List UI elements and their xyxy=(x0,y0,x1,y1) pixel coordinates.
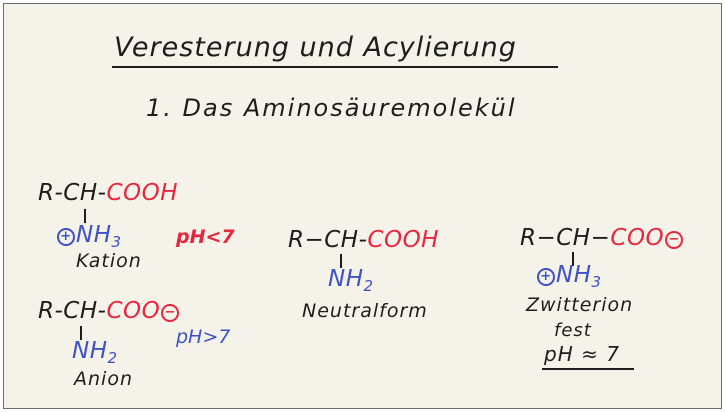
kation-label: Kation xyxy=(76,250,142,272)
kation-ph: pH<7 xyxy=(176,226,235,248)
zwitterion-bond xyxy=(572,252,574,266)
neutral-label: Neutralform xyxy=(302,300,428,322)
kation-amino-subscript: 3 xyxy=(111,233,122,251)
neutral-amino-subscript: 2 xyxy=(363,277,374,295)
zwitterion-formula: R−CH−COO− xyxy=(520,227,684,250)
section-heading: 1. Das Aminosäuremolekül xyxy=(146,94,517,122)
kation-bond xyxy=(84,209,86,223)
kation-carboxyl-group: COOH xyxy=(106,180,178,206)
anion-ph: pH>7 xyxy=(176,326,231,348)
zwitterion-carboxylate-text: COO xyxy=(610,225,665,251)
plus-charge-icon: + xyxy=(57,228,75,246)
anion-bond xyxy=(80,326,82,340)
zwitterion-state: fest xyxy=(554,320,592,341)
zwitterion-amino-text: NH xyxy=(556,262,592,288)
zwitterion-amino-group: +NH3 xyxy=(536,264,602,290)
kation-formula: R-CH-COOH xyxy=(38,182,178,205)
neutral-bond xyxy=(340,254,342,268)
zwitterion-amino-subscript: 3 xyxy=(591,273,602,291)
kation-backbone: R-CH- xyxy=(38,180,107,206)
minus-charge-icon: − xyxy=(665,231,684,249)
anion-amino-subscript: 2 xyxy=(107,349,118,367)
title-underline xyxy=(112,66,558,68)
whiteboard: Veresterung und Acylierung 1. Das Aminos… xyxy=(3,3,722,409)
anion-backbone: R-CH- xyxy=(38,298,107,324)
anion-carboxylate-group: COO− xyxy=(106,298,180,324)
zwitterion-ph-underline xyxy=(542,368,634,370)
anion-amino-text: NH xyxy=(72,338,108,364)
zwitterion-label: Zwitterion xyxy=(526,294,634,316)
anion-amino-group: NH2 xyxy=(72,340,118,366)
plus-charge-icon: + xyxy=(537,268,555,286)
neutral-amino-group: NH2 xyxy=(328,268,374,294)
zwitterion-backbone: R−CH− xyxy=(520,225,611,251)
zwitterion-ph: pH ≈ 7 xyxy=(544,342,620,366)
neutral-backbone: R−CH- xyxy=(288,227,368,253)
page-title: Veresterung und Acylierung xyxy=(114,32,517,63)
anion-formula: R-CH-COO− xyxy=(38,300,180,323)
neutral-amino-text: NH xyxy=(328,266,364,292)
anion-carboxylate-text: COO xyxy=(106,298,161,324)
kation-amino-text: NH xyxy=(76,222,112,248)
neutral-formula: R−CH-COOH xyxy=(288,229,439,252)
kation-amino-group: +NH3 xyxy=(56,224,122,250)
minus-charge-icon: − xyxy=(161,304,180,322)
anion-label: Anion xyxy=(74,368,133,390)
neutral-carboxyl-group: COOH xyxy=(367,227,439,253)
zwitterion-carboxylate-group: COO− xyxy=(610,225,684,251)
